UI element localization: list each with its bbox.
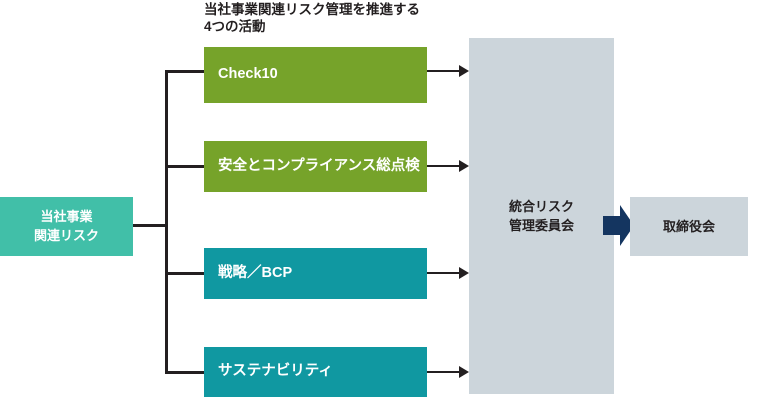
activity-node-1-label: Check10 — [218, 66, 278, 83]
activity-node-4: サステナビリティ — [204, 347, 427, 397]
arrow-head-icon-2 — [459, 160, 469, 172]
arrow-shaft-4 — [427, 371, 461, 373]
arrow-shaft-3 — [427, 272, 461, 274]
connector-branch-3 — [165, 272, 205, 275]
source-node-label: 当社事業 関連リスク — [33, 208, 99, 243]
activity-node-2: 安全とコンプライアンス総点検 — [204, 141, 427, 192]
arrow-head-icon-1 — [459, 65, 469, 77]
board-node-label: 取締役会 — [662, 218, 715, 234]
block-arrow-right-icon — [603, 205, 634, 246]
activity-node-1: Check10 — [204, 47, 427, 103]
activity-node-4-label: サステナビリティ — [218, 363, 333, 380]
board-node: 取締役会 — [630, 197, 748, 256]
connector-branch-1 — [165, 70, 205, 73]
connector-stem — [133, 224, 166, 227]
arrow-shaft-1 — [427, 70, 461, 72]
activity-node-3-label: 戦略／BCP — [218, 264, 293, 281]
arrow-head-icon-3 — [459, 267, 469, 279]
arrow-shaft-2 — [427, 165, 461, 167]
committee-node-label: 統合リスク 管理委員会 — [508, 198, 574, 234]
diagram-title: 当社事業関連リスク管理を推進する 4つの活動 — [204, 2, 420, 34]
connector-trunk — [165, 70, 168, 373]
arrow-head-icon-4 — [459, 366, 469, 378]
connector-branch-2 — [165, 165, 205, 168]
activity-node-2-label: 安全とコンプライアンス総点検 — [218, 157, 420, 174]
connector-branch-4 — [165, 371, 205, 374]
activity-node-3: 戦略／BCP — [204, 248, 427, 299]
source-node-business-risk: 当社事業 関連リスク — [0, 197, 133, 256]
committee-node: 統合リスク 管理委員会 — [469, 38, 614, 394]
